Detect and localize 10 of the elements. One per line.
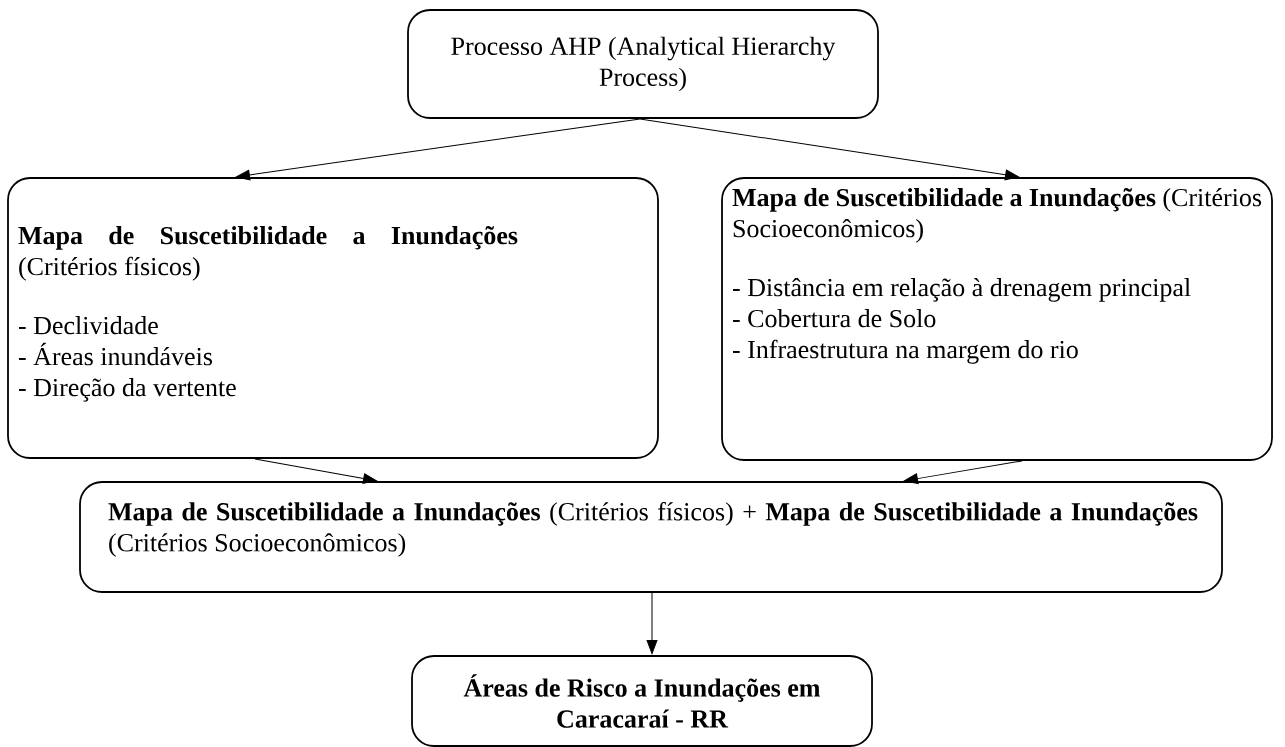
- arrow: [646, 592, 658, 655]
- process-box: Mapa de Suscetibilidade a Inundações (Critérios físicos) - Declividade - Áreas inundáveis - Direção da vertente: [7, 177, 659, 459]
- arrow: [235, 118, 641, 181]
- process-box: Áreas de Risco a Inundações em Caracaraí - RR: [411, 655, 873, 747]
- process-box: Mapa de Suscetibilidade a Inundações (Critérios Socioeconômicos) - Distância em relação à drenagem principal - Cobertura de Solo - Infraestrutura na margem do rio: [721, 177, 1273, 461]
- process-box: Mapa de Suscetibilidade a Inundações (Critérios físicos) + Mapa de Suscetibilidade a Inundações (Critérios Socioeconômicos): [79, 481, 1223, 593]
- arrow: [639, 118, 1020, 181]
- process-box: Processo AHP (Analytical Hierarchy Process): [407, 9, 879, 119]
- arrow: [254, 458, 378, 484]
- arrow: [903, 460, 1023, 484]
